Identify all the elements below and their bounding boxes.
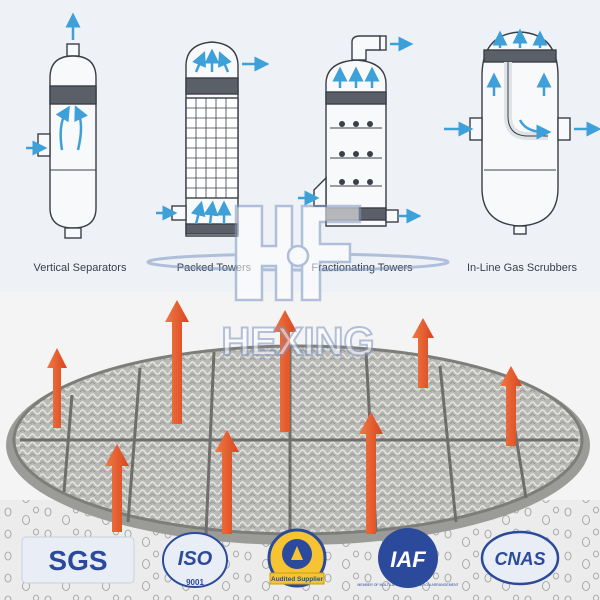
sgs-badge: SGS: [21, 536, 135, 584]
audited-supplier-badge: Audited Supplier: [267, 528, 327, 588]
svg-text:ISO: ISO: [178, 548, 213, 570]
svg-text:IAF: IAF: [390, 547, 426, 572]
packed-tower-flow-arrows: [156, 48, 270, 225]
svg-text:MEMBER OF MULTILATERAL RECOGNI: MEMBER OF MULTILATERAL RECOGNITION ARRAN…: [357, 583, 459, 587]
iso-9001-badge: ISO 9001: [162, 532, 228, 588]
iaf-badge: IAF MEMBER OF MULTILATERAL RECOGNITION A…: [357, 528, 459, 588]
svg-text:Audited Supplier: Audited Supplier: [271, 576, 323, 583]
label-vertical-separators: Vertical Separators: [34, 262, 127, 274]
certification-badges: SGS ISO 9001 Audited Supplier IAF MEMBER…: [21, 528, 560, 588]
in-line-gas-scrubber-drawing: [469, 31, 571, 235]
vertical-separator-drawing: [37, 43, 97, 239]
packed-tower-drawing: [171, 41, 239, 237]
watermark-text: HEXING: [221, 320, 374, 364]
separator-flow-arrows: [26, 12, 88, 156]
hexing-logo-watermark: HEXING: [146, 204, 450, 365]
svg-text:9001: 9001: [186, 578, 204, 587]
demister-pad: [6, 344, 590, 545]
fractionating-tray-caps: [339, 121, 373, 185]
fractionating-flow-arrows: [298, 36, 422, 224]
red-flow-arrows: [47, 300, 522, 534]
cnas-badge: CNAS: [480, 530, 560, 586]
svg-text:CNAS: CNAS: [494, 549, 545, 569]
scrubber-flow-arrows: [444, 28, 600, 140]
svg-text:SGS: SGS: [48, 545, 107, 576]
label-in-line-gas-scrubbers: In-Line Gas Scrubbers: [467, 262, 578, 274]
